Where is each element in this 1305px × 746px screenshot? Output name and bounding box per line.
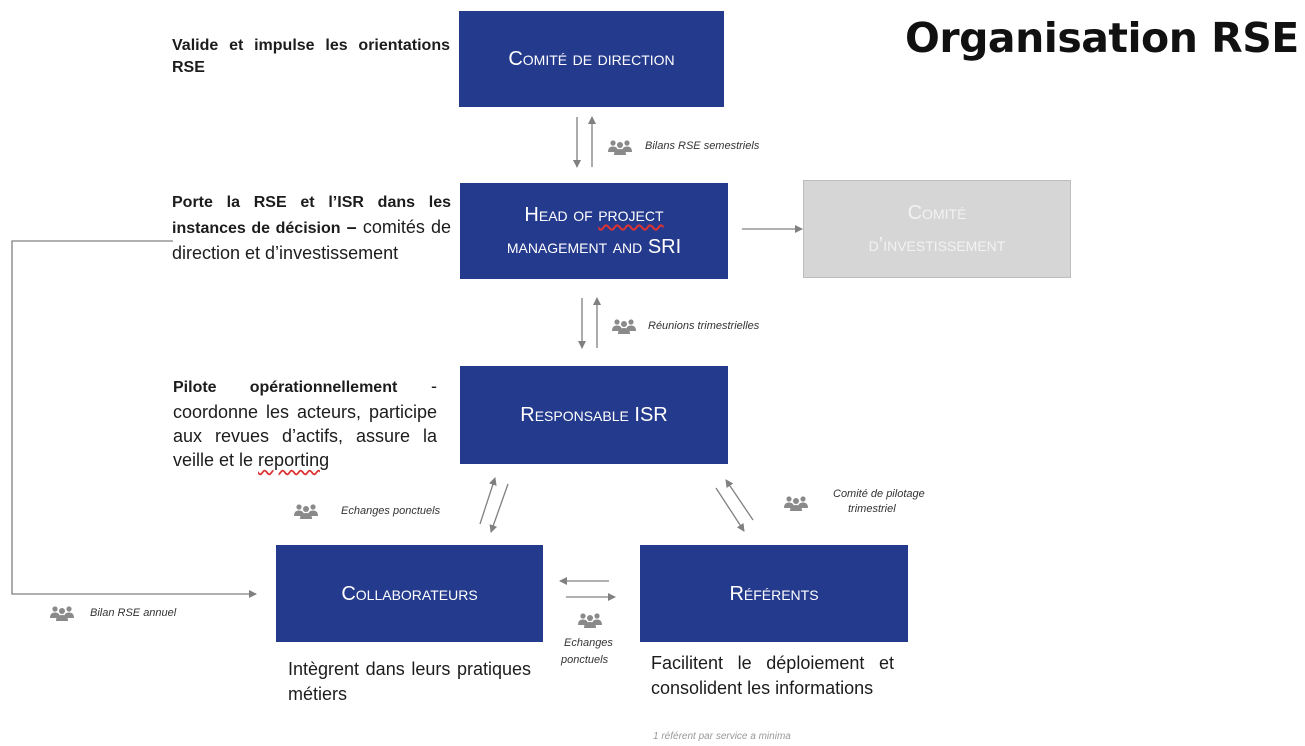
desc-responsable-bold: Pilote opérationnellement (173, 379, 398, 396)
desc-responsable-last: reporting (258, 450, 330, 470)
desc-head-dash: – (340, 217, 357, 237)
label-echanges-ponctuels-2b: ponctuels (561, 654, 609, 666)
box-head-project-word: project (598, 204, 664, 226)
box-collaborateurs-label: Collaborateurs (341, 582, 478, 605)
arrow-responsable-to-collab (489, 483, 509, 533)
label-echanges-ponctuels-1: Echanges ponctuels (341, 505, 441, 517)
box-head-of-project: Head of project management and SRI (460, 183, 728, 279)
label-echanges-ponctuels-2a: Echanges (564, 637, 613, 649)
desc-head-rest: comités de direction et d’investissement (172, 217, 451, 263)
arrow-collab-to-responsable (479, 477, 497, 525)
people-group-icon (784, 496, 808, 511)
label-comite-pilotage-2: trimestriel (848, 503, 896, 515)
label-bilan-rse-annuel: Bilan RSE annuel (90, 607, 177, 619)
people-group-icon (50, 606, 74, 621)
people-group-icon (578, 613, 602, 628)
desc-head-bold: Porte la RSE et l’ISR dans les instances… (172, 194, 451, 237)
label-bilans-semestriels: Bilans RSE semestriels (645, 140, 760, 152)
box-head-line2: management and SRI (506, 236, 682, 258)
box-responsable-label: Responsable ISR (520, 404, 668, 426)
people-group-icon (612, 319, 636, 334)
box-comite-direction: Comité de direction (459, 11, 724, 107)
box-responsable-isr: Responsable ISR (460, 366, 728, 464)
desc-referents-text: Facilitent le déploiement et consolident… (651, 653, 894, 698)
box-head-line1: Head of (524, 204, 599, 226)
box-referents-label: Référents (729, 582, 819, 605)
desc-collaborateurs: Intègrent dans leurs pratiques métiers (288, 657, 531, 707)
desc-direction-text: Valide et impulse les orientations RSE (172, 37, 450, 76)
desc-head: Porte la RSE et l’ISR dans les instances… (172, 189, 451, 265)
box-head-label: Head of project management and SRI (507, 199, 681, 263)
page-title: Organisation RSE (905, 14, 1299, 62)
box-collaborateurs: Collaborateurs (276, 545, 543, 642)
label-reunions-trimestrielles: Réunions trimestrielles (648, 320, 760, 332)
box-comite-direction-label: Comité de direction (508, 48, 675, 70)
desc-responsable: Pilote opérationnellement - coordonne le… (173, 374, 437, 472)
arrow-bilan-annuel-loop (11, 240, 257, 598)
people-group-icon (608, 140, 632, 155)
desc-collaborateurs-text: Intègrent dans leurs pratiques métiers (288, 659, 531, 704)
label-comite-pilotage-1: Comité de pilotage (833, 488, 925, 500)
arrow-responsable-to-referents (715, 487, 745, 532)
people-group-icon (294, 504, 318, 519)
arrow-referents-to-responsable (725, 479, 754, 521)
referent-note: 1 référent par service a minima (653, 731, 791, 742)
box-comite-invest-line1: Comité (907, 202, 967, 224)
desc-referents: Facilitent le déploiement et consolident… (651, 651, 894, 701)
desc-responsable-rest: - coordonne les acteurs, participe aux r… (173, 376, 437, 470)
desc-direction: Valide et impulse les orientations RSE (172, 35, 450, 79)
box-comite-investissement: Comité d’investissement (803, 180, 1071, 278)
box-referents: Référents (640, 545, 908, 642)
box-comite-invest-line2: d’investissement (868, 234, 1006, 256)
box-comite-invest-label: Comité d’investissement (869, 197, 1006, 261)
